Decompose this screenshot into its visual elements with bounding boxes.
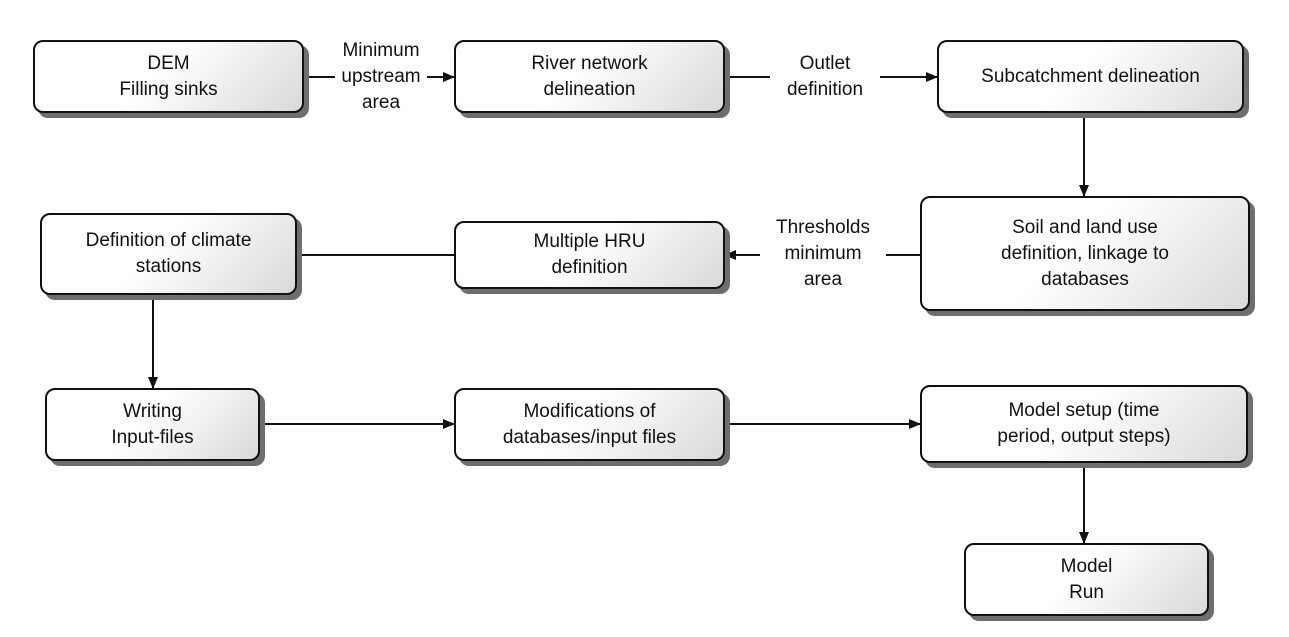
node-soil: Soil and land use definition, linkage to… <box>920 196 1250 311</box>
node-dem: DEM Filling sinks <box>33 40 304 113</box>
edge-label-soil-to-hru: Thresholds minimum area <box>760 215 886 293</box>
node-river: River network delineation <box>454 40 725 113</box>
node-hru: Multiple HRU definition <box>454 221 725 289</box>
node-subcatch: Subcatchment delineation <box>937 40 1244 113</box>
node-setup: Model setup (time period, output steps) <box>920 385 1248 463</box>
node-writing: Writing Input-files <box>45 388 260 461</box>
node-run: Model Run <box>964 543 1209 616</box>
edge-label-dem-to-river: Minimum upstream area <box>335 38 427 116</box>
edge-label-river-to-subcatch: Outlet definition <box>770 51 880 103</box>
node-climate: Definition of climate stations <box>40 213 297 295</box>
node-modif: Modifications of databases/input files <box>454 388 725 461</box>
